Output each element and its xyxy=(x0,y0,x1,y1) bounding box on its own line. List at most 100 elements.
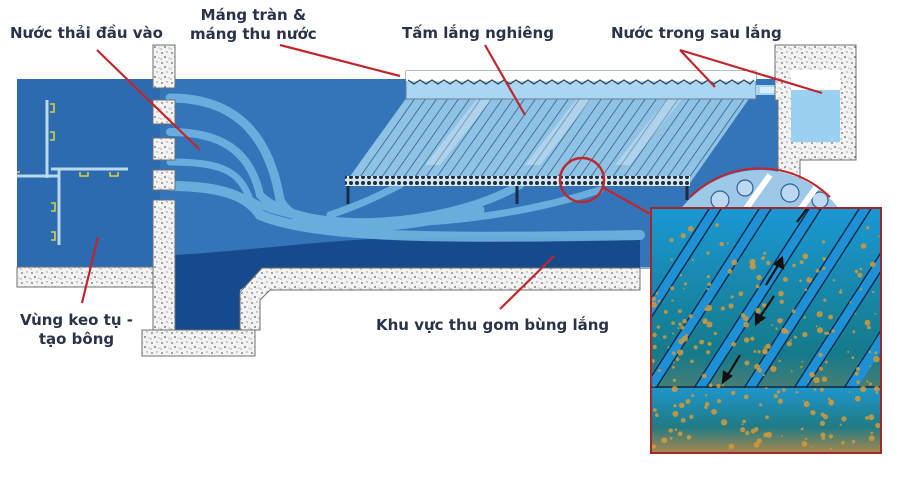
sludge-particle xyxy=(813,388,817,391)
sludge-particle xyxy=(781,327,787,334)
sludge-particle xyxy=(874,351,878,355)
sludge-particle xyxy=(782,277,788,282)
sludge-particle xyxy=(816,311,823,318)
sludge-particle xyxy=(765,387,768,390)
sludge-particle xyxy=(673,404,677,408)
sludge-particle xyxy=(719,241,724,247)
sludge-particle xyxy=(740,313,746,318)
sludge-particle xyxy=(829,447,833,450)
sludge-particle xyxy=(781,435,783,438)
sludge-particle xyxy=(757,350,761,354)
sludge-particle xyxy=(795,391,799,394)
sludge-particle xyxy=(864,319,871,326)
sludge-particle xyxy=(655,415,658,417)
sludge-particle xyxy=(856,380,860,384)
label-overflow-line1: Máng tràn & xyxy=(200,6,307,24)
sludge-particle xyxy=(669,238,674,243)
sludge-particle xyxy=(854,395,861,402)
label-coagulation-zone: Vùng keo tụ - tạo bông xyxy=(20,311,133,349)
sludge-particle xyxy=(854,312,857,315)
sludge-particle xyxy=(706,275,711,279)
sludge-particle xyxy=(749,258,756,265)
sludge-particle xyxy=(658,369,661,373)
sludge-particle xyxy=(701,373,707,379)
sludge-particle xyxy=(671,299,674,302)
label-overflow-launder: Máng tràn & máng thu nước xyxy=(190,6,317,44)
sludge-particle xyxy=(685,399,691,404)
sludge-particle xyxy=(839,290,843,294)
sludge-particle xyxy=(803,401,810,408)
sludge-particle xyxy=(868,350,872,354)
water-surface-wave xyxy=(407,79,755,85)
lamella-plates xyxy=(345,93,753,183)
sludge-particle xyxy=(874,312,877,315)
sludge-particle xyxy=(802,331,808,338)
sludge-particle xyxy=(707,341,712,346)
sludge-particle xyxy=(854,371,859,376)
sludge-particle xyxy=(672,332,675,335)
sludge-particle xyxy=(651,444,657,449)
sludge-particle xyxy=(704,394,708,397)
mixer-icon xyxy=(17,100,128,245)
sludge-particle xyxy=(682,318,687,324)
sludge-particle xyxy=(743,337,750,343)
support-mesh xyxy=(345,176,690,186)
sludge-particle xyxy=(817,327,823,334)
sludge-particle xyxy=(865,416,869,420)
sludge-particle xyxy=(679,402,685,409)
sludge-particle xyxy=(821,376,828,382)
sludge-particle xyxy=(761,303,767,308)
sludge-particle xyxy=(831,329,835,333)
label-coagulation-line1: Vùng keo tụ - xyxy=(20,311,133,329)
sludge-particle xyxy=(690,359,694,364)
sludge-particle xyxy=(819,420,826,426)
sludge-particle xyxy=(789,339,792,342)
sludge-particle xyxy=(800,427,804,431)
sludge-particle xyxy=(672,410,679,417)
sludge-particle xyxy=(653,408,657,412)
sludge-particle xyxy=(671,321,675,325)
sludge-particle xyxy=(824,331,828,335)
sludge-particle xyxy=(706,251,710,255)
sludge-particle xyxy=(702,340,705,343)
sludge-particle xyxy=(860,243,867,249)
sludge-particle xyxy=(683,282,688,286)
sludge-particle xyxy=(672,378,677,382)
sludge-particle xyxy=(651,296,656,302)
sludge-particle xyxy=(778,290,784,297)
sludge-particle xyxy=(868,414,875,421)
sludge-particle xyxy=(667,346,670,349)
sludge-particle xyxy=(799,279,802,283)
sludge-particle xyxy=(686,435,692,440)
sludge-particle xyxy=(706,350,711,355)
sludge-particle xyxy=(776,390,781,394)
sludge-particle xyxy=(765,343,771,349)
leader-lines xyxy=(80,43,823,310)
sludge-particle xyxy=(839,288,842,291)
sludge-particle xyxy=(720,306,725,311)
sludge-particle xyxy=(717,399,722,404)
sludge-particle xyxy=(655,291,659,295)
sludge-particle xyxy=(804,288,808,292)
sludge-particle xyxy=(782,388,786,392)
sludge-particle xyxy=(720,419,728,426)
sludge-particle xyxy=(828,314,833,320)
sludge-particle xyxy=(815,325,818,328)
sludge-particle xyxy=(823,414,828,420)
sludge-particle xyxy=(765,415,769,420)
sludge-particle xyxy=(777,398,783,404)
sludge-particle xyxy=(704,401,710,407)
sludge-particle xyxy=(670,286,675,291)
sludge-particle xyxy=(872,291,875,294)
sludge-particle xyxy=(704,405,708,409)
sludge-particle xyxy=(651,301,657,308)
sludge-particle xyxy=(691,394,695,398)
sludge-particle xyxy=(679,274,683,277)
sludge-particle xyxy=(750,428,756,434)
sludge-particle xyxy=(799,260,804,265)
sludge-particle xyxy=(757,367,762,373)
sludge-particle xyxy=(709,384,713,387)
sludge-particle xyxy=(857,368,860,371)
sludge-particle xyxy=(688,314,693,319)
